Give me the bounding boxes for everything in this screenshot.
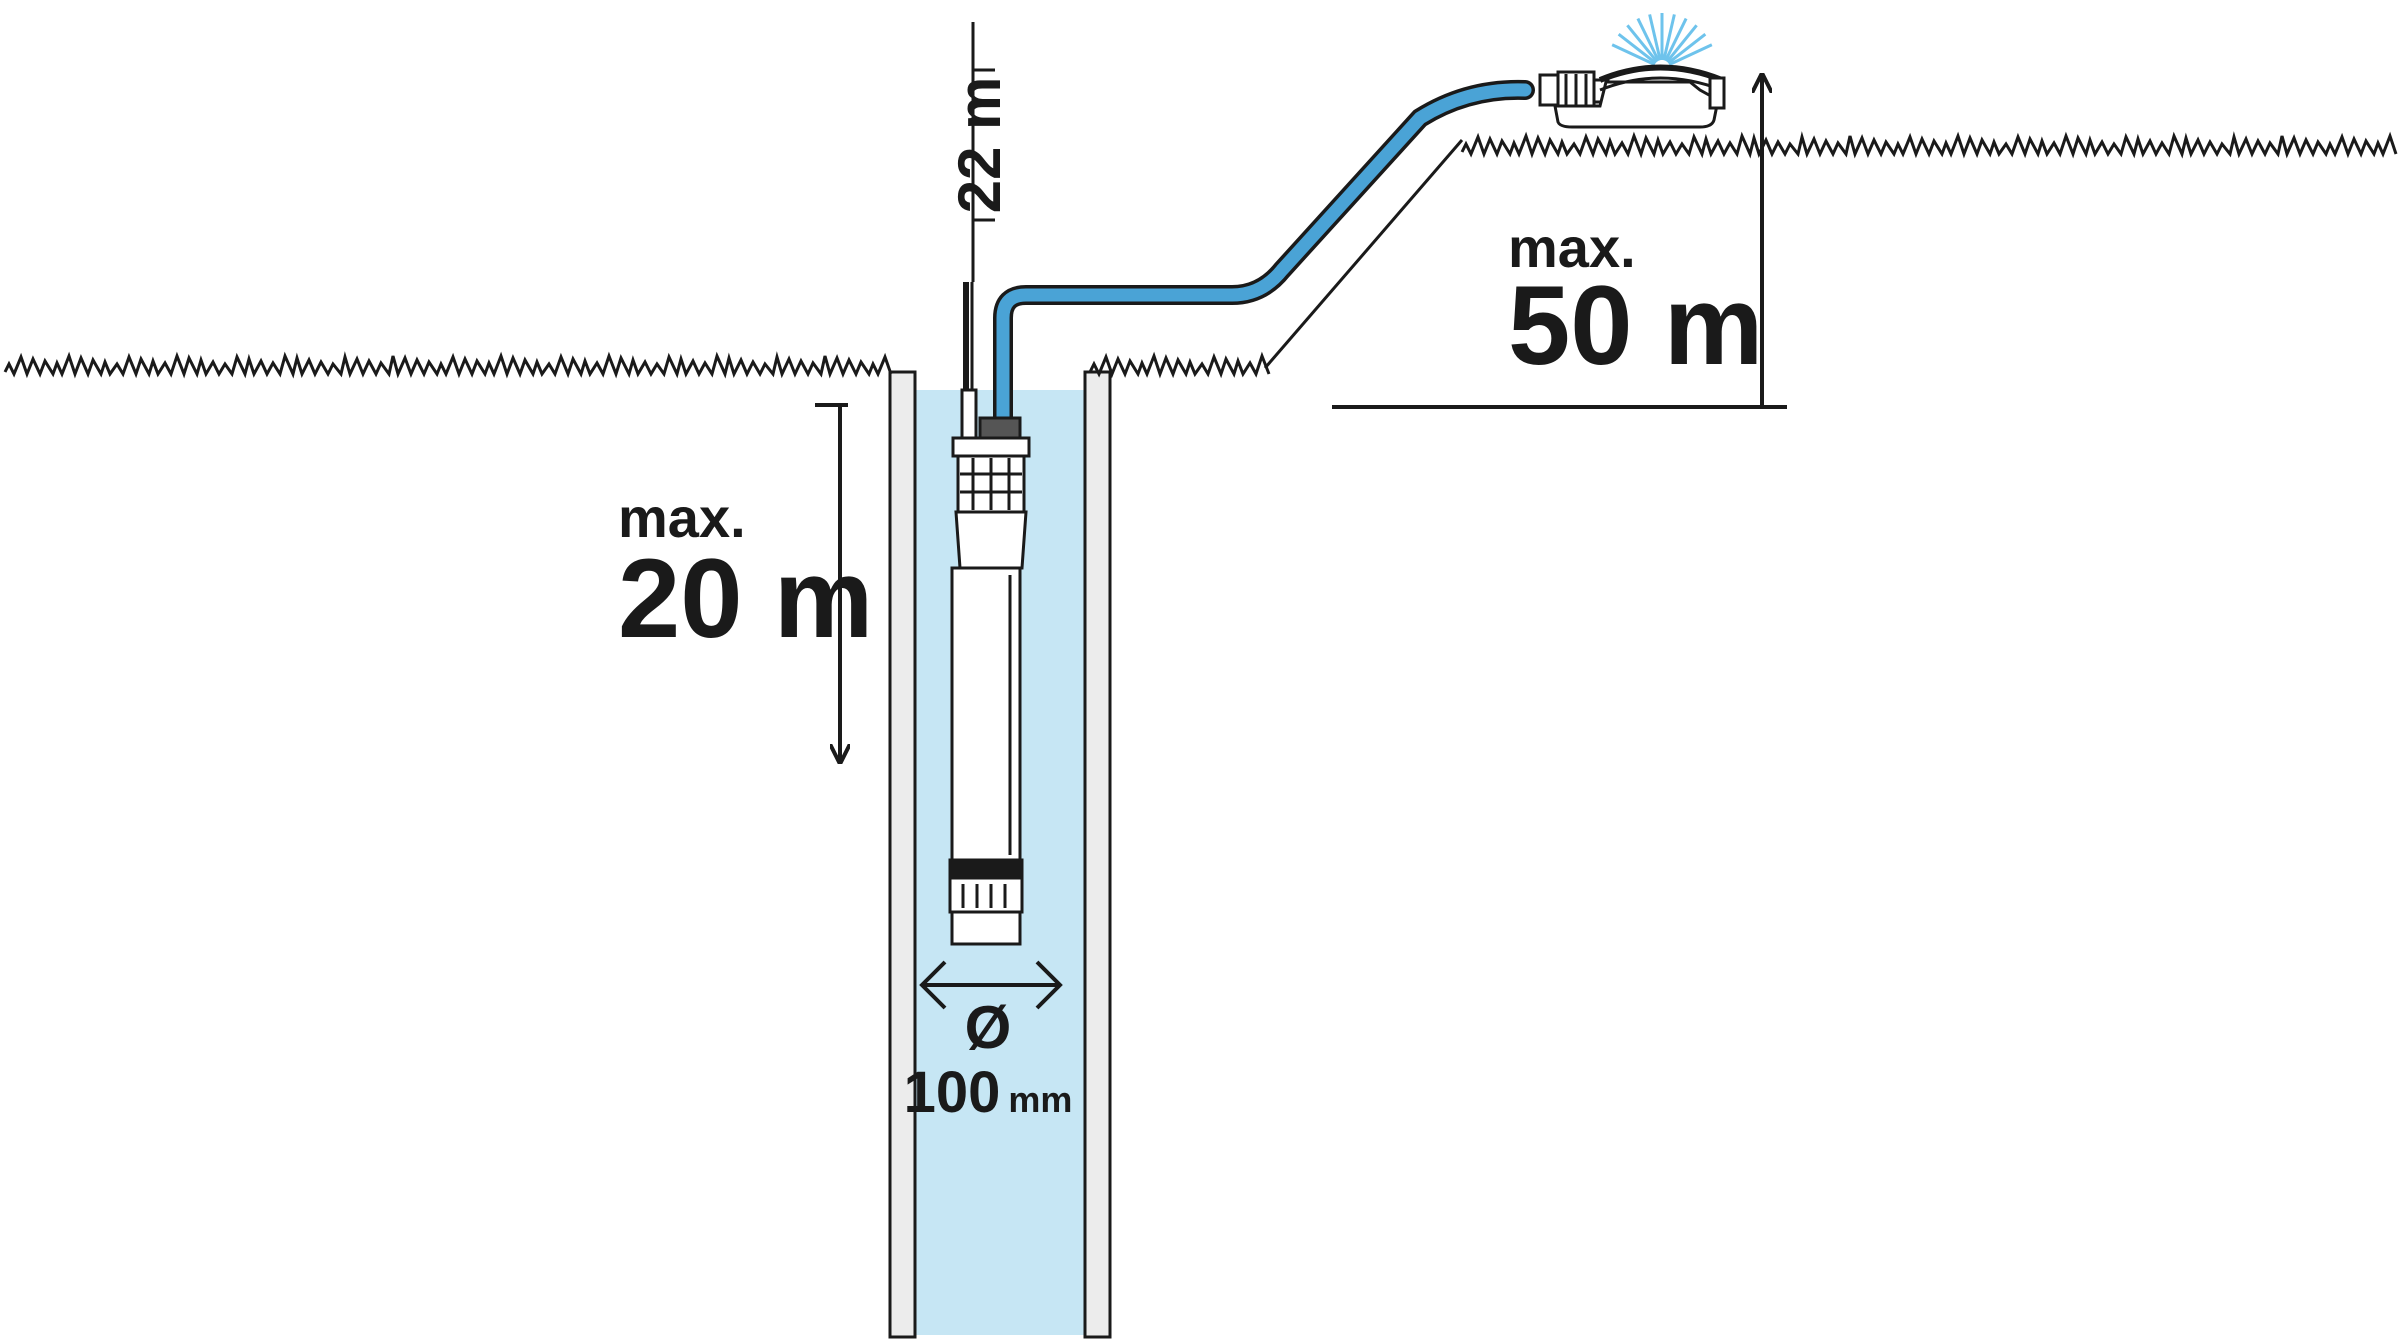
- ground-hill-top: [1460, 131, 2398, 159]
- well-casing-left: [888, 370, 917, 1339]
- well-casing-right: [1083, 370, 1112, 1339]
- depth-value: 20 m: [618, 536, 873, 661]
- ground-mid: [1088, 351, 1271, 379]
- spray-jet: [1662, 14, 1676, 61]
- spray-jet: [1668, 43, 1713, 66]
- depth-dimension: max. 20 m: [618, 403, 873, 762]
- cable-length-label: 22 m: [946, 77, 1013, 214]
- spray-jet: [1665, 24, 1698, 63]
- spray-jet: [1648, 14, 1662, 61]
- ground-hill-slope: [1263, 139, 1464, 369]
- sprinkler-spray: [1611, 13, 1713, 66]
- spray-jet: [1626, 24, 1659, 63]
- sprinkler-icon: [1538, 13, 1726, 129]
- hose: [993, 79, 1535, 430]
- cable-length-dimension: 22 m: [946, 22, 1013, 282]
- spray-jet: [1617, 32, 1657, 65]
- diameter-unit: mm: [1008, 1079, 1072, 1120]
- power-cable: [960, 282, 978, 442]
- head-dimension: max. 50 m: [1332, 75, 1787, 409]
- depth-prefix: max.: [618, 486, 746, 549]
- head-prefix: max.: [1508, 216, 1636, 279]
- spray-jet: [1611, 43, 1656, 66]
- submersible-pump-icon: [948, 416, 1031, 946]
- diameter-symbol: Ø: [965, 994, 1012, 1061]
- spray-jet: [1636, 17, 1660, 62]
- spray-jet: [1664, 17, 1688, 62]
- head-value: 50 m: [1508, 263, 1763, 388]
- ground-left: [3, 351, 893, 379]
- diameter-value: 100: [904, 1060, 1001, 1125]
- spray-jet: [1667, 32, 1707, 65]
